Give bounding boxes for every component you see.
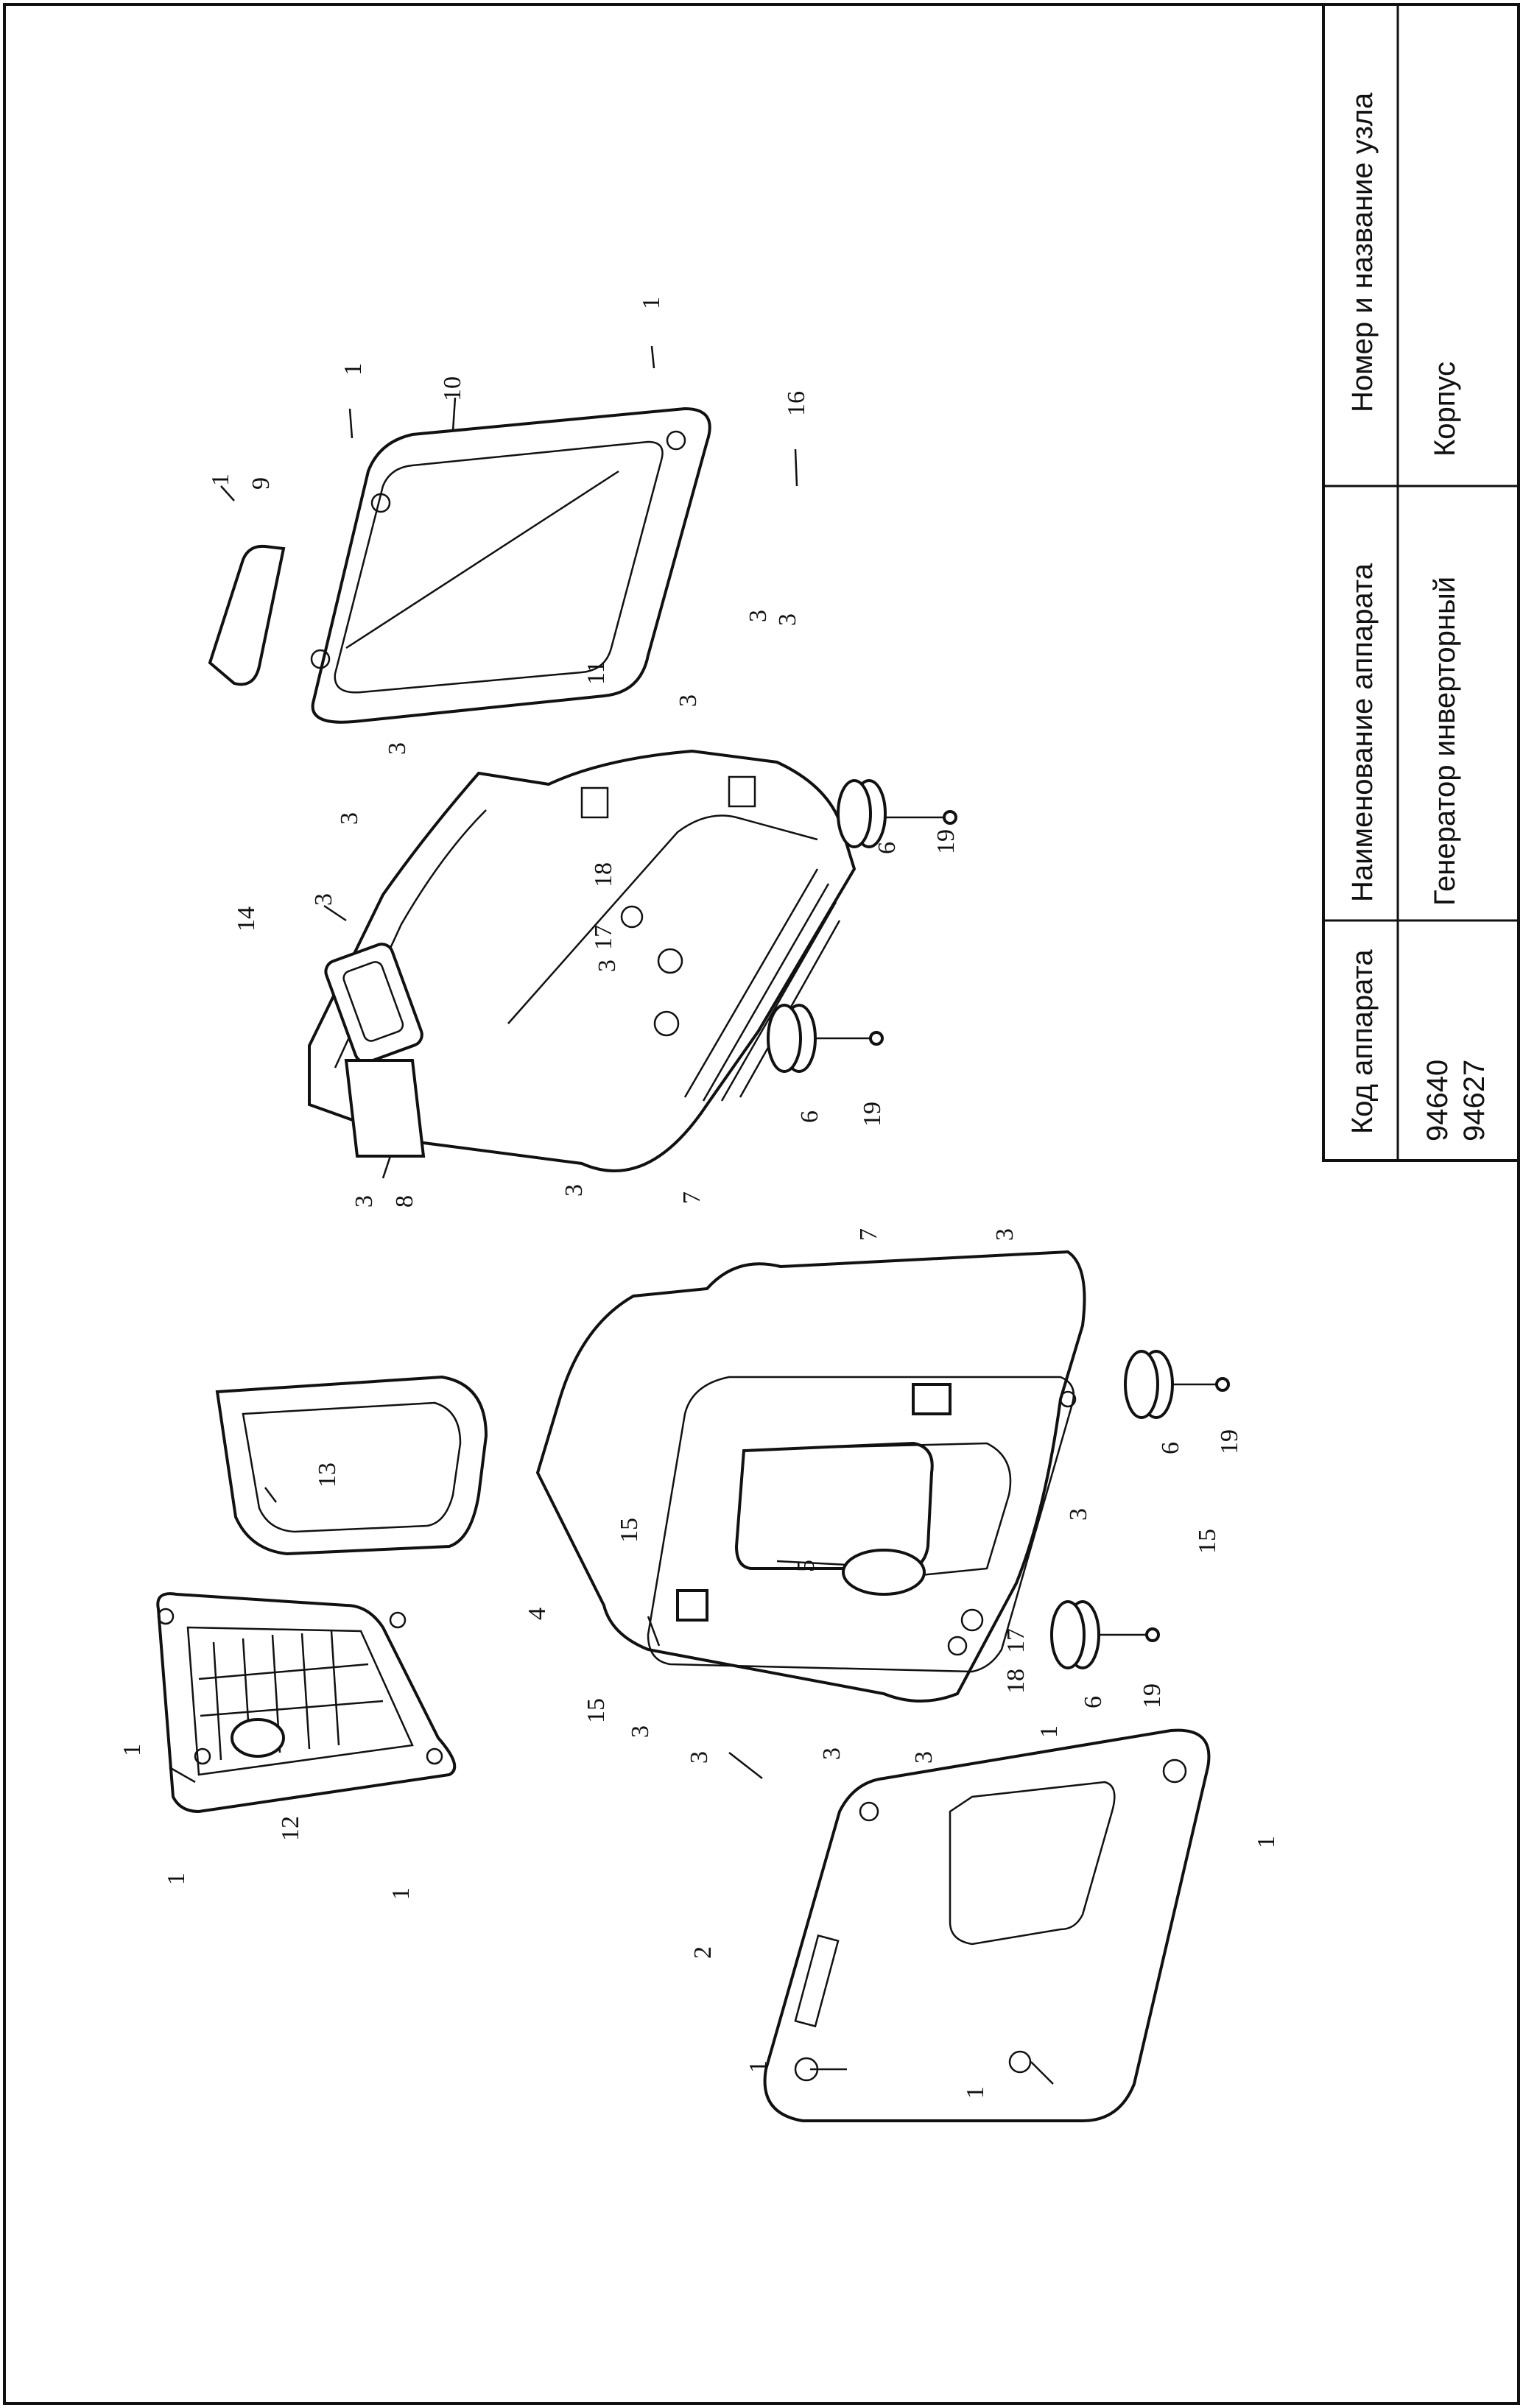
callout-15-c: 15 [583, 1698, 610, 1723]
callout-1-j: 1 [962, 2086, 989, 2099]
callout-3-g: 3 [594, 960, 621, 972]
assembly-name-value: Корпус [1429, 362, 1461, 457]
callout-10: 10 [439, 376, 466, 401]
callout-1-e: 1 [1035, 1725, 1063, 1738]
part-9-flap [208, 544, 286, 686]
callout-3-l: 3 [627, 1725, 654, 1738]
callout-3-d: 3 [384, 742, 411, 755]
callout-1-b: 1 [207, 473, 234, 486]
callout-7-a: 7 [678, 1191, 706, 1204]
part-4-middle-housing [535, 1250, 1086, 1703]
callout-6-b: 6 [796, 1110, 823, 1123]
part-12-grille-cover [156, 1592, 457, 1814]
part-10-top-frame [310, 406, 711, 724]
fastener-bolts [810, 810, 1230, 2085]
header-code: Код аппарата [1346, 949, 1379, 1134]
callout-19-b: 19 [859, 1102, 886, 1127]
callout-1-f: 1 [163, 1873, 190, 1885]
callout-labels: 1 10 1 9 1 16 11 3 3 3 3 3 3 14 18 17 3 … [119, 297, 1280, 2099]
callout-3-b: 3 [745, 610, 772, 622]
device-code-1: 94640 [1421, 1060, 1454, 1141]
callout-3-k: 3 [1065, 1508, 1092, 1521]
callout-15-b: 15 [1194, 1529, 1221, 1554]
callout-3-n: 3 [818, 1747, 845, 1760]
header-device-name: Наименование аппарата [1346, 563, 1379, 902]
part-2-side-panel [763, 1728, 1211, 2122]
callout-19-c: 19 [1216, 1429, 1243, 1454]
callout-12: 12 [277, 1816, 304, 1841]
callout-9: 9 [247, 477, 275, 490]
callout-19-d: 19 [1139, 1683, 1166, 1708]
callout-3-f: 3 [310, 893, 337, 906]
callout-8: 8 [391, 1195, 418, 1208]
callout-3-j: 3 [991, 1228, 1019, 1241]
callout-16: 16 [783, 391, 810, 416]
part-8-rear-housing [308, 749, 857, 1172]
title-block: Код аппарата Наименование аппарата Номер… [1322, 3, 1520, 1162]
callout-7-b: 7 [855, 1228, 882, 1241]
part-6-feet [767, 779, 1174, 1669]
callout-3-a: 3 [675, 694, 702, 707]
callout-11: 11 [583, 661, 610, 685]
callout-1-d: 1 [119, 1744, 146, 1756]
callout-3-c: 3 [774, 613, 801, 626]
device-code-2: 94627 [1458, 1060, 1491, 1141]
callout-3-i: 3 [351, 1195, 378, 1208]
drawing-frame [3, 3, 1520, 2405]
callout-1-a: 1 [340, 363, 367, 376]
callout-19-a: 19 [932, 829, 960, 854]
callout-17-a: 17 [590, 925, 617, 950]
callout-18-a: 18 [590, 862, 617, 887]
callout-6-d: 6 [1080, 1696, 1107, 1708]
callout-18-b: 18 [1002, 1669, 1030, 1694]
callout-1-i: 1 [745, 2060, 772, 2073]
callout-3-h: 3 [560, 1184, 588, 1197]
callout-3-e: 3 [336, 812, 363, 825]
header-assembly: Номер и название узла [1346, 92, 1379, 412]
callout-5: 5 [792, 1560, 820, 1572]
callout-2: 2 [689, 1946, 717, 1959]
callout-14: 14 [233, 906, 260, 932]
callout-1-h: 1 [1253, 1836, 1280, 1848]
callout-4: 4 [524, 1608, 551, 1620]
device-name-value: Генератор инверторный [1429, 577, 1461, 906]
callout-17-b: 17 [1002, 1628, 1030, 1653]
callout-3-o: 3 [910, 1751, 938, 1764]
callout-13: 13 [314, 1462, 341, 1488]
callout-3-m: 3 [686, 1751, 713, 1764]
part-13-gasket [215, 1375, 488, 1556]
leader-lines [169, 345, 848, 1784]
callout-1-g: 1 [387, 1887, 415, 1900]
callout-6-a: 6 [873, 842, 901, 854]
louver-slots [683, 868, 841, 1102]
callout-6-c: 6 [1157, 1442, 1184, 1454]
callout-1-c: 1 [638, 297, 665, 309]
callout-15-a: 15 [616, 1518, 643, 1543]
